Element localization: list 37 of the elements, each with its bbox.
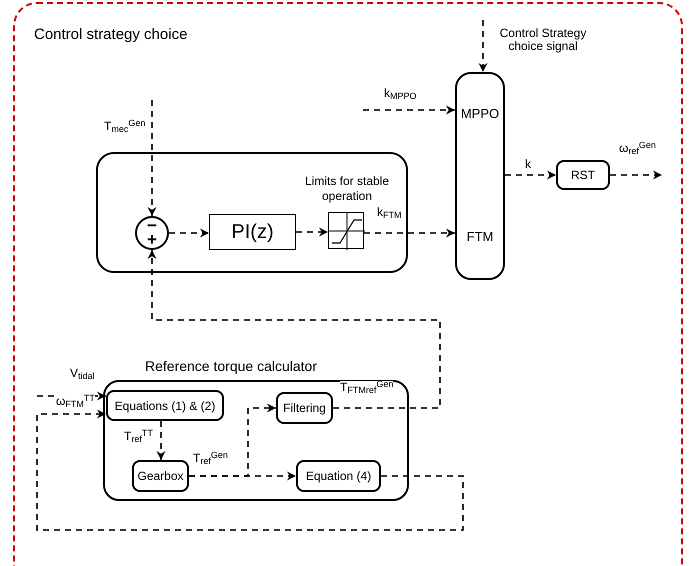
arrow bbox=[36, 410, 464, 531]
arrow bbox=[478, 20, 488, 72]
block-label: Equations (1) & (2) bbox=[114, 398, 216, 414]
selector-input-label: MPPO bbox=[460, 105, 500, 123]
group-box bbox=[96, 152, 408, 273]
block-label: RST bbox=[571, 167, 595, 184]
arrow bbox=[364, 228, 455, 238]
block-label: Gearbox bbox=[137, 468, 184, 485]
process-block bbox=[132, 460, 189, 492]
arrow bbox=[610, 170, 662, 180]
process-block bbox=[556, 160, 610, 190]
process-block bbox=[296, 460, 381, 492]
arrow bbox=[363, 106, 455, 114]
edge-label: k$_{MPPO}$ bbox=[384, 87, 417, 100]
sign: − bbox=[147, 219, 157, 233]
process-block bbox=[276, 392, 333, 424]
arrow bbox=[156, 421, 166, 460]
block-label: PI(z) bbox=[231, 220, 274, 245]
arrow bbox=[148, 250, 441, 409]
selector-block bbox=[455, 72, 505, 280]
arrow bbox=[296, 228, 328, 236]
process-block bbox=[209, 214, 296, 250]
sign: + bbox=[147, 233, 157, 247]
arrow bbox=[189, 472, 296, 480]
arrow bbox=[148, 100, 156, 216]
selector-input-label: FTM bbox=[466, 228, 494, 246]
edge-label: V$_{tidal}$ bbox=[70, 367, 95, 380]
block-label: Equation (4) bbox=[306, 468, 372, 485]
group-heading: Reference torque calculator bbox=[145, 357, 317, 376]
process-block bbox=[106, 390, 224, 421]
block-label: Filtering bbox=[283, 400, 326, 417]
summing-junction bbox=[135, 216, 169, 250]
edge-label: k bbox=[525, 158, 531, 171]
frame-heading: Control strategy choice bbox=[34, 25, 188, 45]
arrow bbox=[505, 170, 556, 180]
edge-label: k$_{FTM}$ bbox=[377, 206, 402, 219]
arrow bbox=[169, 228, 209, 238]
